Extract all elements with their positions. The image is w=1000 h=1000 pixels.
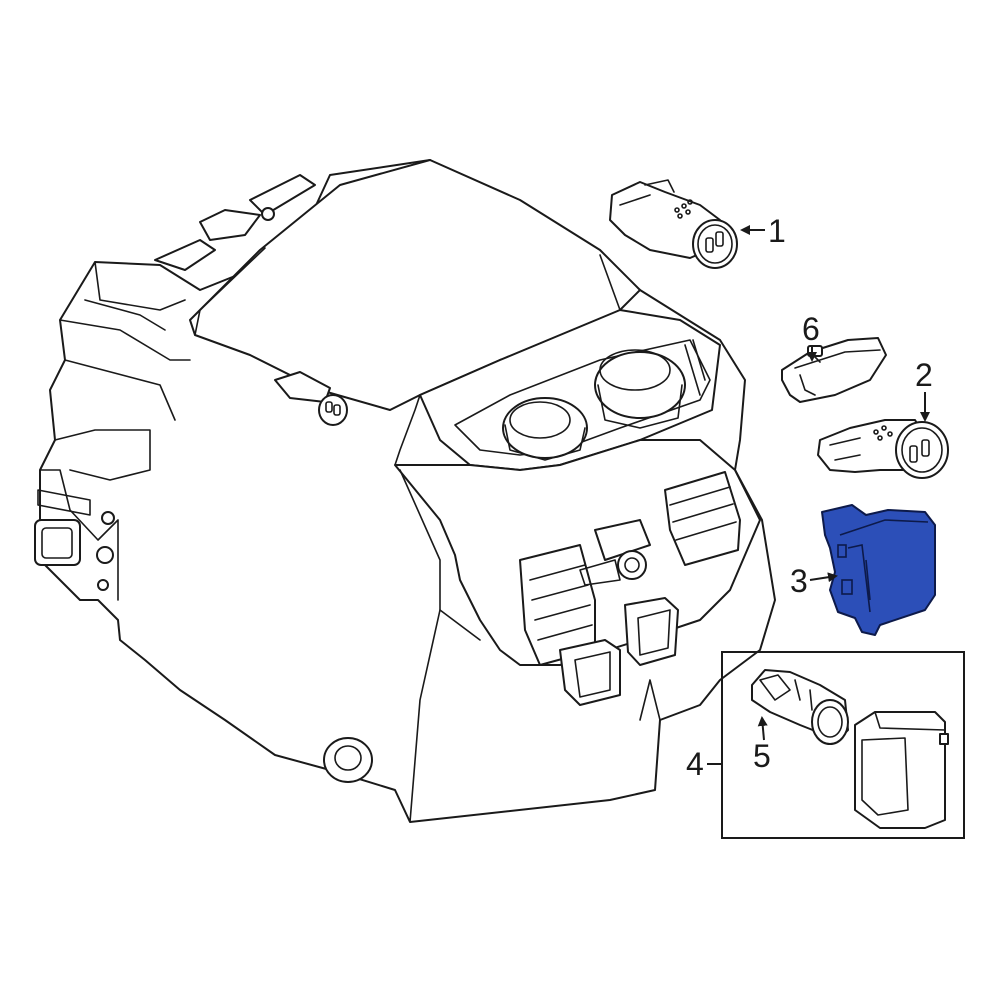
callout-2: 2 <box>915 357 933 422</box>
part-3-power-socket-highlighted <box>821 504 936 636</box>
console-side-usb-port <box>274 371 348 426</box>
callout-4-label: 4 <box>686 746 704 782</box>
callout-5: 5 <box>753 716 771 774</box>
part-5-lighter-socket <box>751 669 849 745</box>
cupholder-left <box>502 397 588 461</box>
callout-6: 6 <box>802 311 820 362</box>
rear-switch-left <box>559 639 621 706</box>
callout-2-label: 2 <box>915 357 933 393</box>
rear-center-usb-port <box>579 519 651 586</box>
part-2-usb-port <box>817 419 949 479</box>
console-drain-hole <box>323 737 373 783</box>
callout-3-label: 3 <box>790 563 808 599</box>
cupholder-right <box>594 349 686 429</box>
callout-3: 3 <box>790 563 838 599</box>
part-4-kit-box <box>721 651 965 839</box>
rear-air-vent-right <box>664 471 741 566</box>
part-1-usb-port <box>609 179 738 269</box>
callout-1-label: 1 <box>768 213 786 249</box>
callout-5-label: 5 <box>753 738 771 774</box>
center-console-assembly <box>34 159 776 823</box>
callout-1: 1 <box>740 213 786 249</box>
part-6-switch-module <box>781 337 887 403</box>
callout-4: 4 <box>686 746 722 782</box>
part-4-socket-cover <box>854 711 949 829</box>
callout-6-label: 6 <box>802 311 820 347</box>
rear-switch-right <box>624 597 679 666</box>
